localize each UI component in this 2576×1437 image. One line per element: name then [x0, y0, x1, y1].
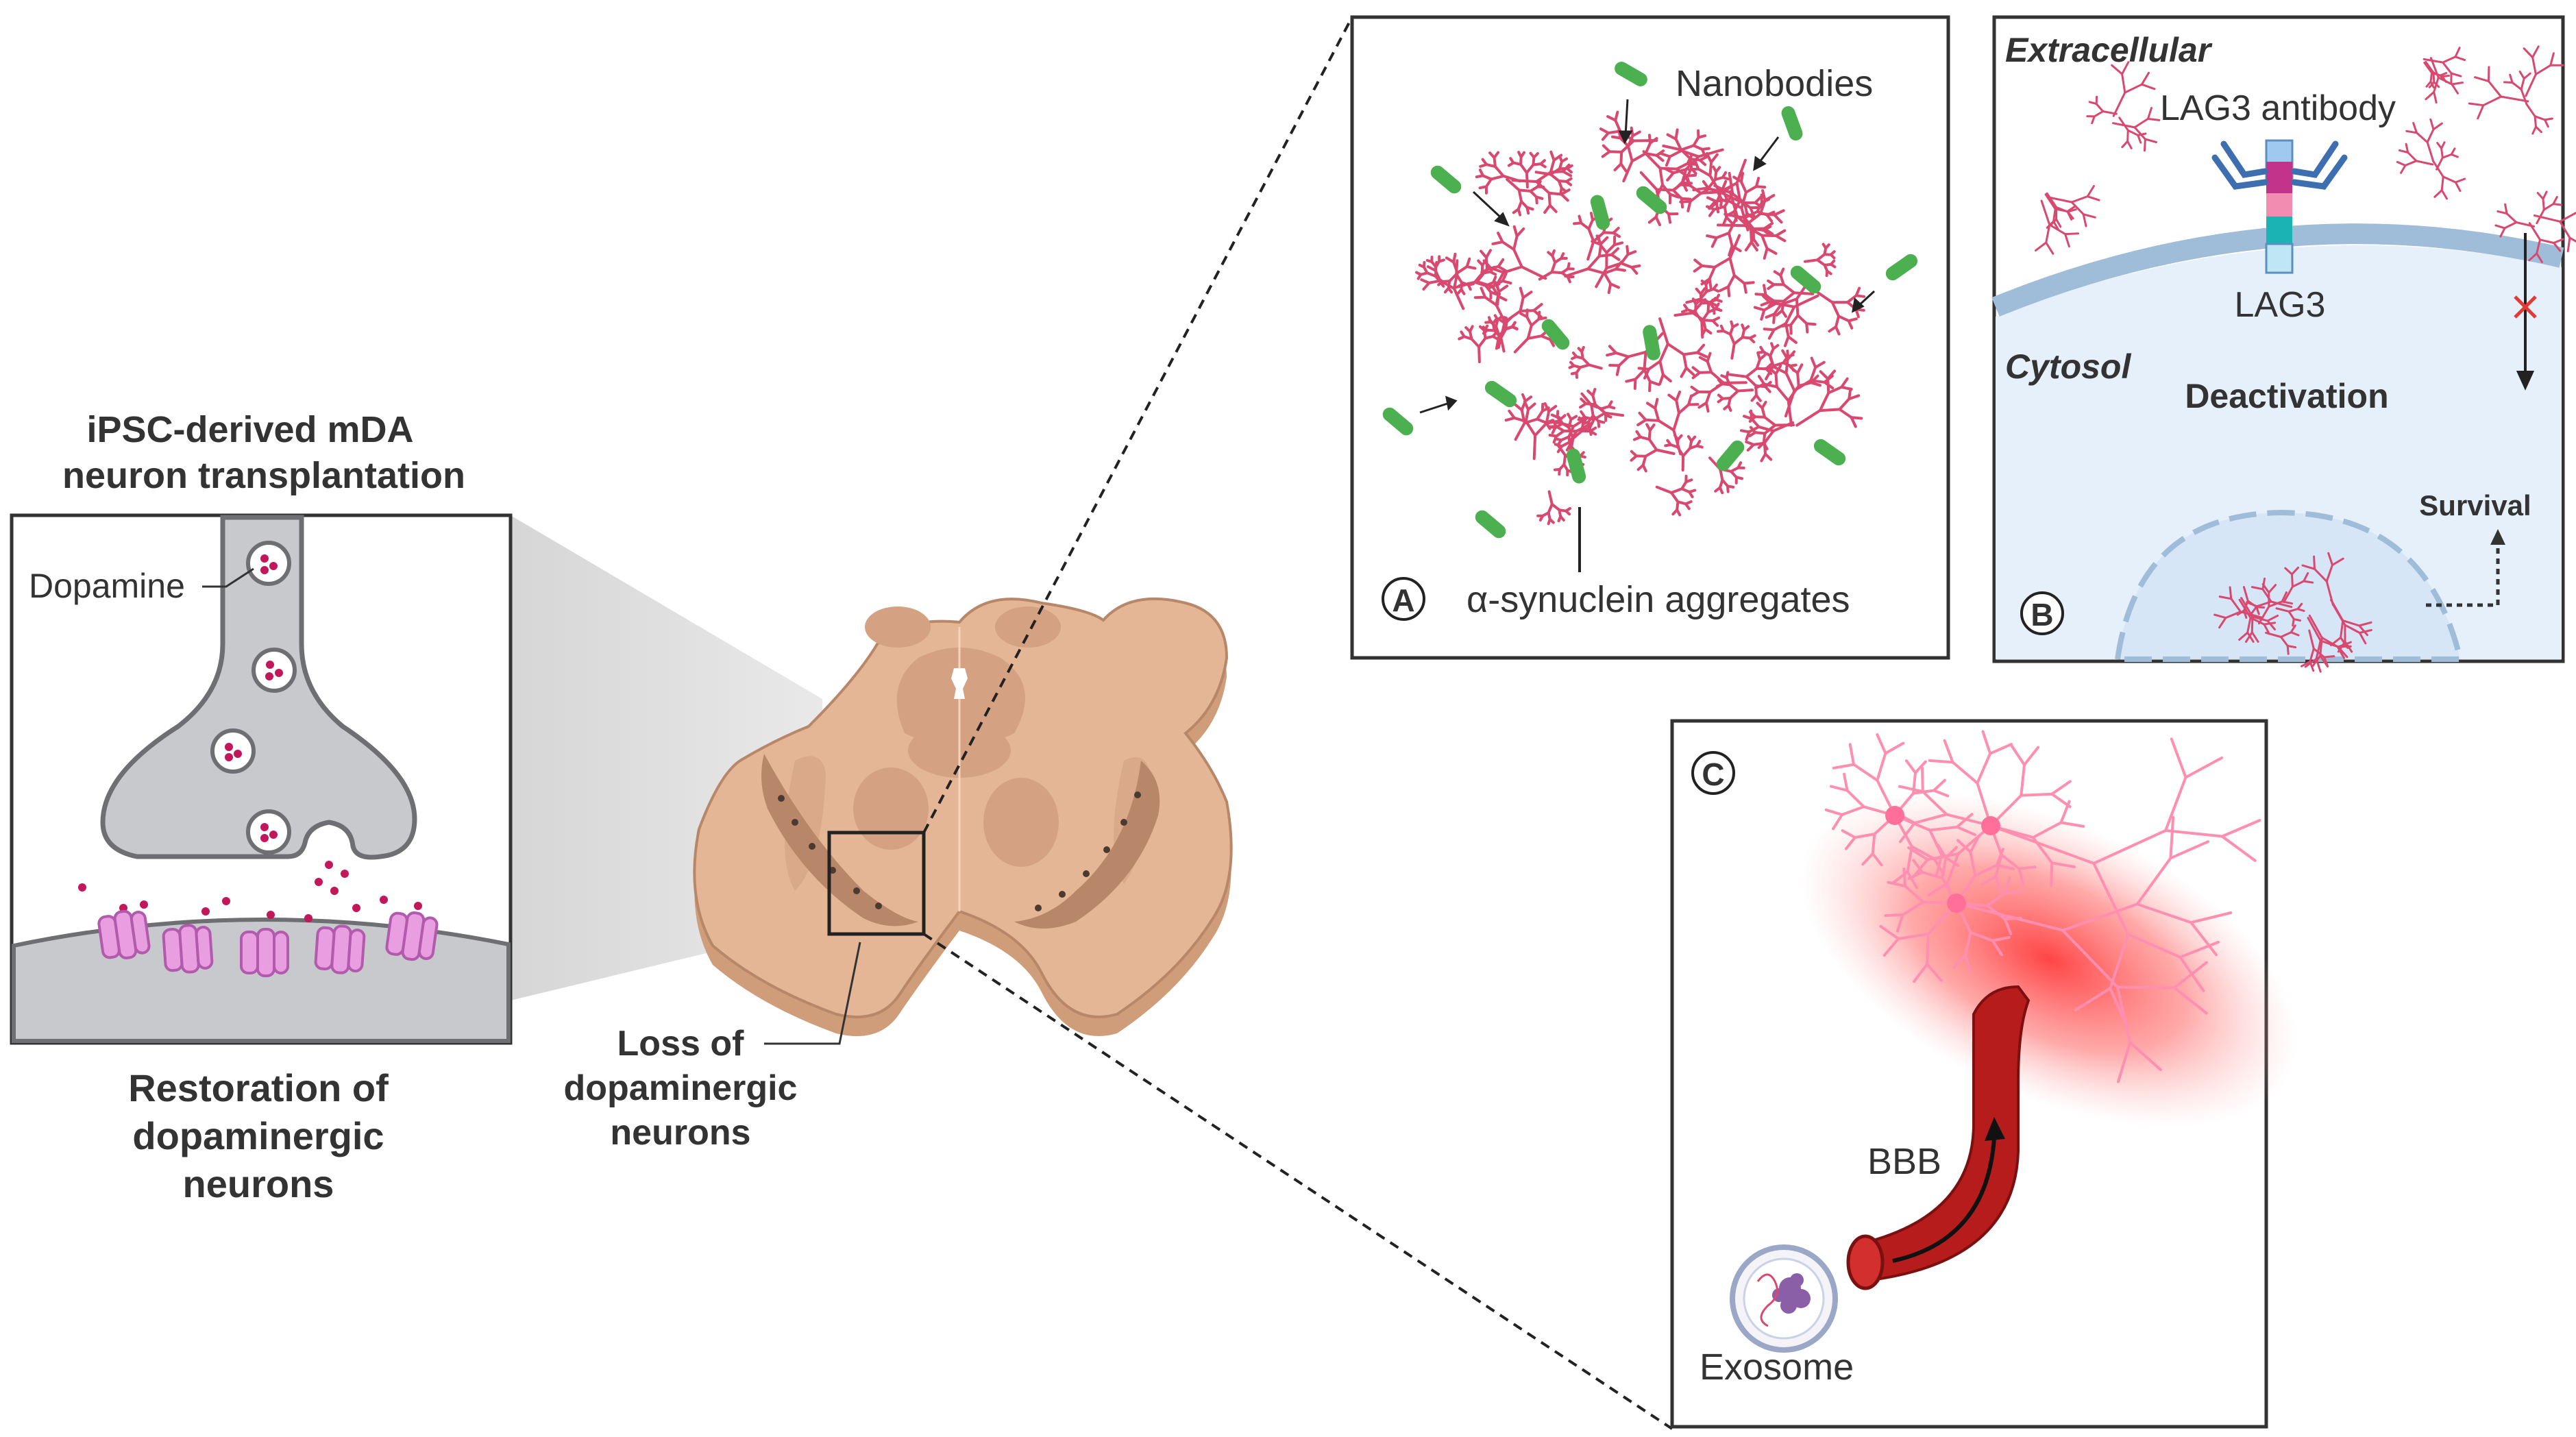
- panel-b-badge: B: [2031, 597, 2053, 632]
- panel-b-badge-circle: [2020, 591, 2064, 635]
- vessel-opening: [1846, 1234, 1885, 1290]
- vesicle: [246, 541, 291, 586]
- survival-arrow: [2426, 541, 2500, 607]
- nanobody: [1885, 254, 1918, 281]
- extracellular-label: Extracellular: [2005, 31, 2213, 69]
- nuclear-aggregate: [2213, 552, 2372, 673]
- left-title-line1: iPSC-derived mDA: [86, 409, 413, 450]
- left-caption-line3: neurons: [183, 1162, 334, 1205]
- lag3-label: LAG3: [2235, 285, 2326, 325]
- dopamine-pointer: [202, 567, 254, 588]
- nanobody: [1615, 62, 1647, 86]
- panel-c-badge: C: [1702, 757, 1724, 792]
- blood-vessel: [1859, 985, 2031, 1282]
- panel-b: Extracellular LAG3 antibody LAG3 Cytosol…: [1991, 15, 2576, 673]
- panel-c: C BBB Exosome: [1670, 719, 2298, 1429]
- cytosol-label: Cytosol: [2005, 347, 2131, 386]
- nanobody: [1484, 380, 1517, 408]
- lag3-receptor: [2265, 139, 2294, 274]
- zoom-line-bottom: [922, 933, 1673, 1430]
- bbb-arrow: [1892, 1137, 1996, 1263]
- left-caption-line1: Restoration of: [128, 1066, 389, 1109]
- inhibit-x: [2514, 295, 2537, 319]
- nanobody: [1781, 106, 1803, 141]
- nanobodies-label: Nanobodies: [1676, 63, 1873, 104]
- cytosol-region: [1996, 245, 2562, 659]
- loss-line2: dopaminergic: [564, 1068, 798, 1108]
- left-caption-line2: dopaminergic: [132, 1114, 384, 1157]
- panel-a-badge-circle: [1382, 577, 1425, 621]
- nanobody: [1541, 319, 1570, 350]
- panel-c-badge-circle: [1691, 751, 1735, 795]
- nanobody: [1566, 448, 1586, 484]
- substantia-nigra-right: [1014, 761, 1160, 929]
- bbb-label: BBB: [1867, 1141, 1941, 1182]
- exosome-label: Exosome: [1700, 1347, 1854, 1388]
- extracellular-aggregates: [2035, 45, 2576, 263]
- vesicle: [210, 728, 256, 774]
- panel-a: Nanobodies A α-synuclein aggregates: [1350, 15, 1950, 660]
- nanobody: [1790, 265, 1821, 294]
- internalization-arrow: [2516, 233, 2535, 391]
- deactivation-label: Deactivation: [2185, 377, 2388, 415]
- presynaptic-terminal: [100, 515, 417, 860]
- substantia-nigra-left: [761, 754, 918, 926]
- nanobody: [1382, 407, 1414, 436]
- alpha-synuclein-aggregate: [1415, 110, 1866, 526]
- nanobody-arrows: [1419, 99, 1876, 414]
- dopamine-vesicles: [78, 541, 422, 926]
- nanobody: [1643, 325, 1660, 360]
- dopamine-label: Dopamine: [29, 567, 185, 605]
- aqueduct: [951, 668, 968, 699]
- neuron-glow: [1800, 791, 2298, 1127]
- antibody-label: LAG3 antibody: [2160, 88, 2396, 128]
- loss-line1: Loss of: [617, 1024, 745, 1064]
- nanobody: [1475, 510, 1506, 539]
- nanobody-group: [1382, 62, 1918, 539]
- loss-pointer: [764, 942, 861, 1045]
- left-title-line2: neuron transplantation: [62, 455, 465, 496]
- aggregates-label: α-synuclein aggregates: [1467, 579, 1850, 620]
- neuron-somas: [1885, 806, 2000, 913]
- nanobody: [1430, 165, 1462, 194]
- zoom-line-top: [922, 16, 1353, 833]
- nanobody: [1813, 439, 1846, 466]
- midbrain-section: [693, 597, 1233, 1037]
- panel-a-badge: A: [1392, 582, 1414, 618]
- zoom-box: [827, 831, 926, 936]
- lag3-antibody: [2211, 140, 2348, 190]
- nanobody: [1590, 195, 1610, 230]
- nanobody: [1636, 186, 1667, 214]
- vesicle: [252, 648, 297, 693]
- vesicle: [246, 809, 291, 855]
- dopamine-receptors: [97, 909, 439, 977]
- left-panel: iPSC-derived mDA neuron transplantation: [10, 409, 513, 1205]
- nucleus: [2114, 509, 2464, 662]
- loss-line3: neurons: [610, 1113, 750, 1153]
- nanobody: [1716, 440, 1745, 471]
- survival-label: Survival: [2419, 489, 2531, 521]
